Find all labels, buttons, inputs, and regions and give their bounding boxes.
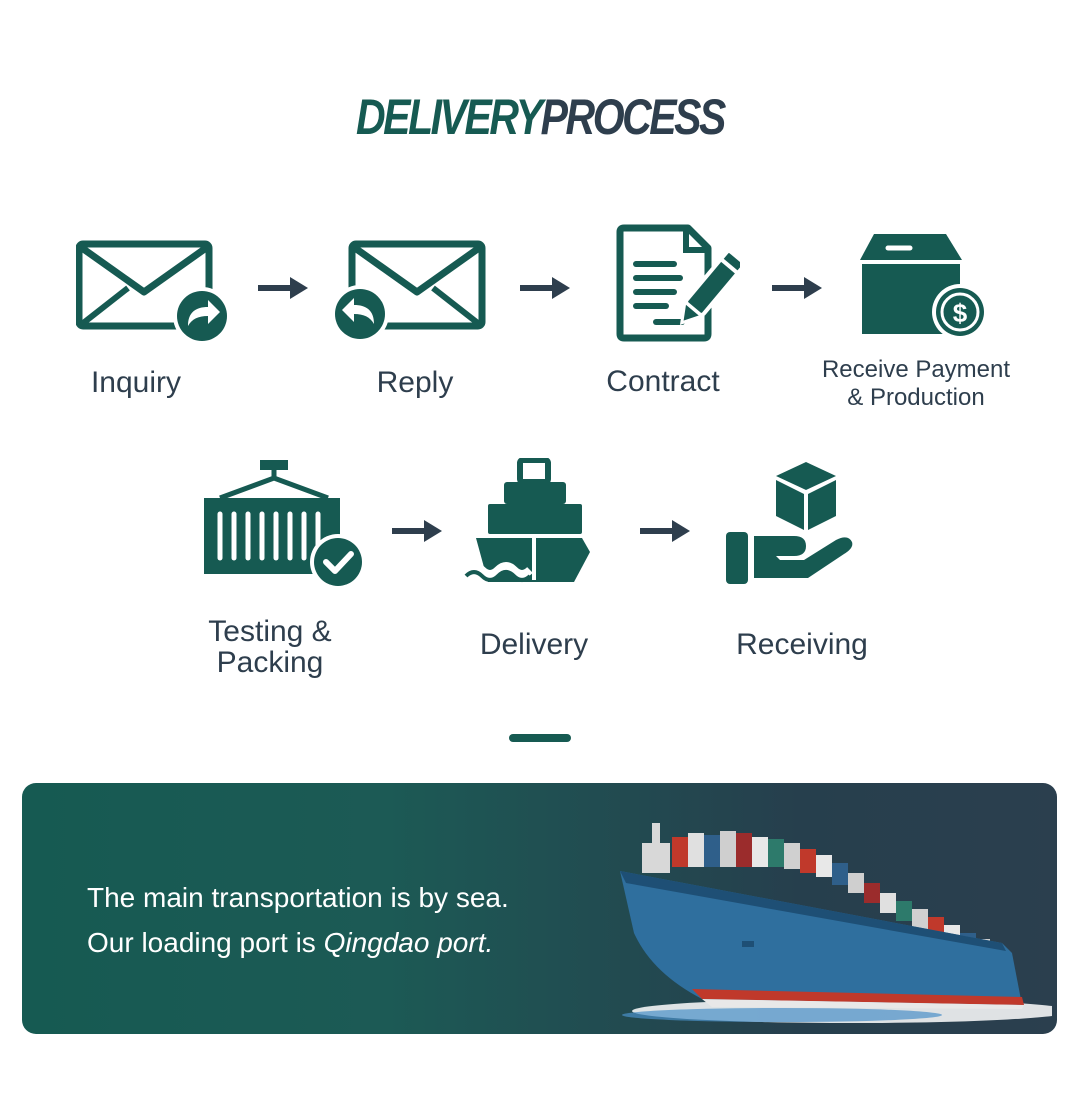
step-label-receiving: Receiving bbox=[736, 628, 868, 661]
step-receiving bbox=[724, 460, 856, 586]
step-label-testing-packing-line1: Testing & bbox=[208, 615, 332, 648]
transport-banner: The main transportation is by sea. Our l… bbox=[22, 783, 1057, 1034]
arrow-right-icon bbox=[640, 520, 690, 542]
step-label-delivery: Delivery bbox=[479, 628, 589, 661]
step-reply bbox=[330, 240, 490, 350]
step-label-testing-packing: Testing & Packing bbox=[190, 616, 350, 678]
box-payment-icon: $ bbox=[860, 234, 988, 340]
title-part-delivery: DELIVERY bbox=[356, 89, 543, 145]
envelope-forward-icon bbox=[76, 240, 231, 345]
step-label-receive-payment: Receive Payment & Production bbox=[796, 356, 1036, 412]
container-check-icon bbox=[204, 460, 366, 590]
envelope-reply-icon bbox=[331, 240, 486, 343]
svg-text:$: $ bbox=[953, 298, 968, 328]
step-label-inquiry: Inquiry bbox=[90, 366, 182, 399]
arrow-right-icon bbox=[392, 520, 442, 542]
arrow-right-icon bbox=[520, 277, 570, 299]
step-receive-payment: $ bbox=[858, 230, 990, 342]
cargo-ship-image bbox=[620, 823, 1052, 1023]
hand-box-icon bbox=[726, 462, 853, 584]
arrow-right-icon bbox=[258, 277, 308, 299]
banner-text: The main transportation is by sea. Our l… bbox=[87, 875, 509, 965]
step-inquiry bbox=[76, 240, 236, 350]
step-label-testing-packing-line2: Packing bbox=[216, 646, 324, 679]
page-title: DELIVERYPROCESS bbox=[97, 88, 983, 146]
port-name: Qingdao port. bbox=[323, 927, 494, 958]
step-label-receive-payment-line2: & Production bbox=[847, 384, 985, 411]
contract-document-icon bbox=[616, 224, 740, 342]
step-label-reply: Reply bbox=[376, 366, 454, 399]
title-part-process: PROCESS bbox=[540, 89, 727, 145]
step-label-contract: Contract bbox=[606, 365, 720, 398]
step-delivery bbox=[462, 458, 594, 586]
step-contract bbox=[616, 224, 740, 344]
ship-icon bbox=[463, 458, 590, 582]
step-label-receive-payment-line1: Receive Payment bbox=[821, 356, 1011, 383]
arrow-right-icon bbox=[772, 277, 822, 299]
banner-line-1: The main transportation is by sea. bbox=[87, 882, 509, 913]
banner-line-2-prefix: Our loading port is bbox=[87, 927, 324, 958]
step-testing-packing bbox=[200, 458, 370, 590]
divider bbox=[509, 734, 571, 742]
banner-line-2: Our loading port is Qingdao port. bbox=[87, 920, 509, 965]
